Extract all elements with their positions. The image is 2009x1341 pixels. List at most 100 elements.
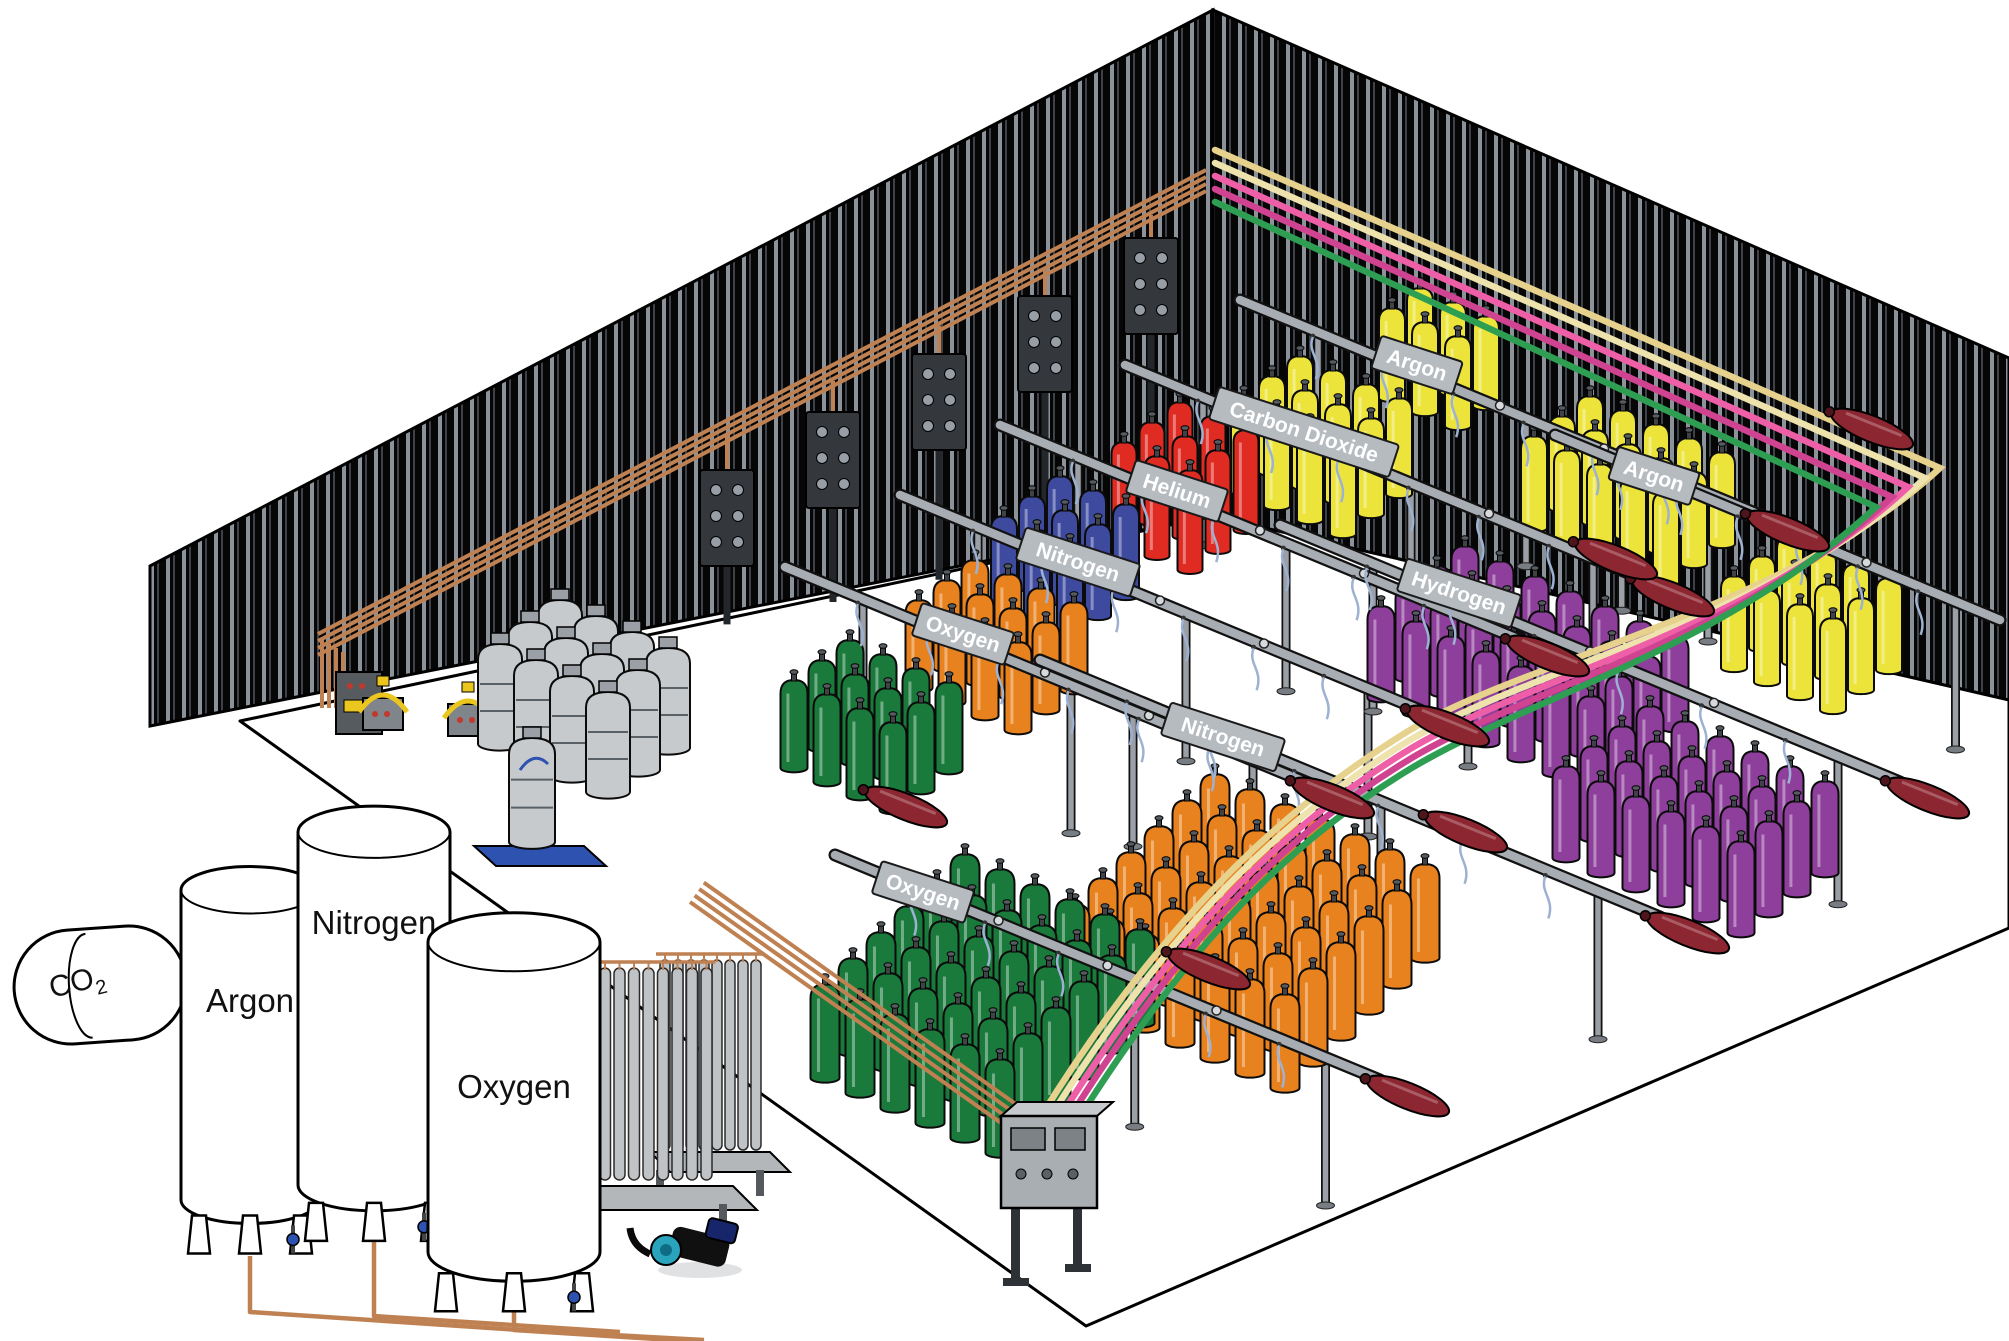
co2-tank: CO2 <box>12 924 188 1046</box>
tank-leg <box>303 1201 329 1243</box>
valve-cap <box>1055 465 1065 471</box>
valve-cap <box>1757 775 1767 781</box>
panel-gauge-icon <box>838 478 850 490</box>
panel-gauge-icon <box>816 426 828 438</box>
co2-tank-body <box>12 924 188 1046</box>
fill-hose <box>1459 841 1468 885</box>
panel-gauge-icon <box>710 510 722 522</box>
fill-hose <box>855 603 864 647</box>
liquid-dewar <box>585 691 631 800</box>
panel-gauge-icon <box>1134 304 1146 316</box>
copper-pipe <box>688 900 1044 1154</box>
panel-gauge-icon <box>922 420 934 432</box>
valve-cap <box>999 505 1009 511</box>
rail-beams <box>778 293 2007 1088</box>
rack-leg <box>756 1170 764 1196</box>
valve-cap <box>1329 890 1339 896</box>
valve-cap <box>1364 905 1374 911</box>
valve-cap <box>1300 379 1310 385</box>
fill-hose <box>1310 336 1319 380</box>
post-foot <box>1698 637 1718 646</box>
valve-cap <box>942 569 952 575</box>
wall-panel <box>911 325 967 580</box>
valve-cap <box>1736 830 1746 836</box>
pressure-gauge-icon <box>1102 960 1113 971</box>
indicator-icon <box>469 717 475 723</box>
manifold-vessels <box>857 406 1971 1118</box>
post-foot <box>1316 1201 1335 1210</box>
rail-nitrogen-mid <box>893 488 1427 720</box>
tank-leg <box>501 1271 527 1313</box>
fill-hose <box>1251 647 1260 691</box>
valve-cap <box>1266 901 1276 907</box>
gas-tube <box>656 967 670 1181</box>
vessel-nose <box>1739 508 1752 520</box>
tank-leg <box>433 1271 459 1313</box>
valve-cap <box>789 669 799 675</box>
panel-gauge-icon <box>732 510 744 522</box>
valve-cap <box>1252 819 1262 825</box>
valve-cap <box>1016 981 1026 987</box>
valve-cap <box>1013 631 1023 637</box>
valve-cap <box>1224 845 1234 851</box>
panel-gauge-icon <box>1134 278 1146 290</box>
tank-leg <box>186 1214 212 1255</box>
fill-hose <box>1450 394 1460 438</box>
gas-tube <box>711 959 723 1151</box>
valve-cap <box>925 1018 935 1024</box>
valve-cap <box>1333 393 1343 399</box>
valve-cap <box>1495 550 1505 556</box>
valve-cap <box>1557 405 1567 411</box>
post-foot <box>1125 1122 1145 1131</box>
valve-cap <box>848 947 858 953</box>
fill-hose <box>1520 423 1530 467</box>
panel-gauge-icon <box>1028 336 1040 348</box>
valve-cap <box>1561 755 1571 761</box>
valve-cap <box>890 1003 900 1009</box>
valve-cap <box>1589 735 1599 741</box>
valve-cap <box>1008 597 1018 603</box>
indicator-icon <box>457 717 463 723</box>
panel-gauge-icon <box>732 536 744 548</box>
fill-hose <box>1782 741 1792 784</box>
pressure-gauge-icon <box>1154 595 1166 606</box>
valve-cap <box>1764 810 1774 816</box>
valve-cap <box>1820 770 1830 776</box>
valve-cap <box>1182 789 1192 795</box>
copper-pipe <box>693 893 1048 1148</box>
tank-valve <box>567 1290 581 1304</box>
pump-motor <box>704 1217 739 1245</box>
fill-hose <box>1065 690 1075 734</box>
panel-gauge-icon <box>1028 362 1040 374</box>
pressure-gauge-icon <box>1254 525 1266 536</box>
fill-hose <box>1421 606 1430 650</box>
label-plaque <box>1208 386 1400 478</box>
gas-cylinder <box>1353 915 1385 1016</box>
valve-cap <box>918 977 928 983</box>
valve-cap <box>1481 640 1491 646</box>
valve-cap <box>911 936 921 942</box>
panel-gauge-icon <box>710 536 722 548</box>
valve-cap <box>1631 785 1641 791</box>
gas-tube <box>627 967 641 1181</box>
cylinder-group-gray-dewars <box>477 588 691 800</box>
fill-hose <box>970 531 979 575</box>
vessel-nose <box>1399 703 1412 715</box>
tank-cap-seam <box>297 831 451 859</box>
valve-cap <box>1729 565 1739 571</box>
fill-hose <box>1364 567 1373 611</box>
valve-cap <box>878 643 888 649</box>
valve-cap <box>1729 795 1739 801</box>
valve-cap <box>1294 875 1304 881</box>
valve-cap <box>914 589 924 595</box>
valve-cap <box>1717 441 1727 447</box>
valve-cap <box>1009 940 1019 946</box>
valve-cap <box>1635 610 1645 616</box>
yellow-valve <box>376 675 390 687</box>
bulk-tank-oxygen-tank: Oxygen <box>426 911 602 1313</box>
tank-cap-seam <box>427 941 601 973</box>
post-foot <box>1363 707 1383 716</box>
gas-cylinder <box>1553 449 1581 548</box>
valve-cap <box>1196 871 1206 877</box>
cylinder-group-purple-hydrogen-front <box>1551 695 1840 939</box>
